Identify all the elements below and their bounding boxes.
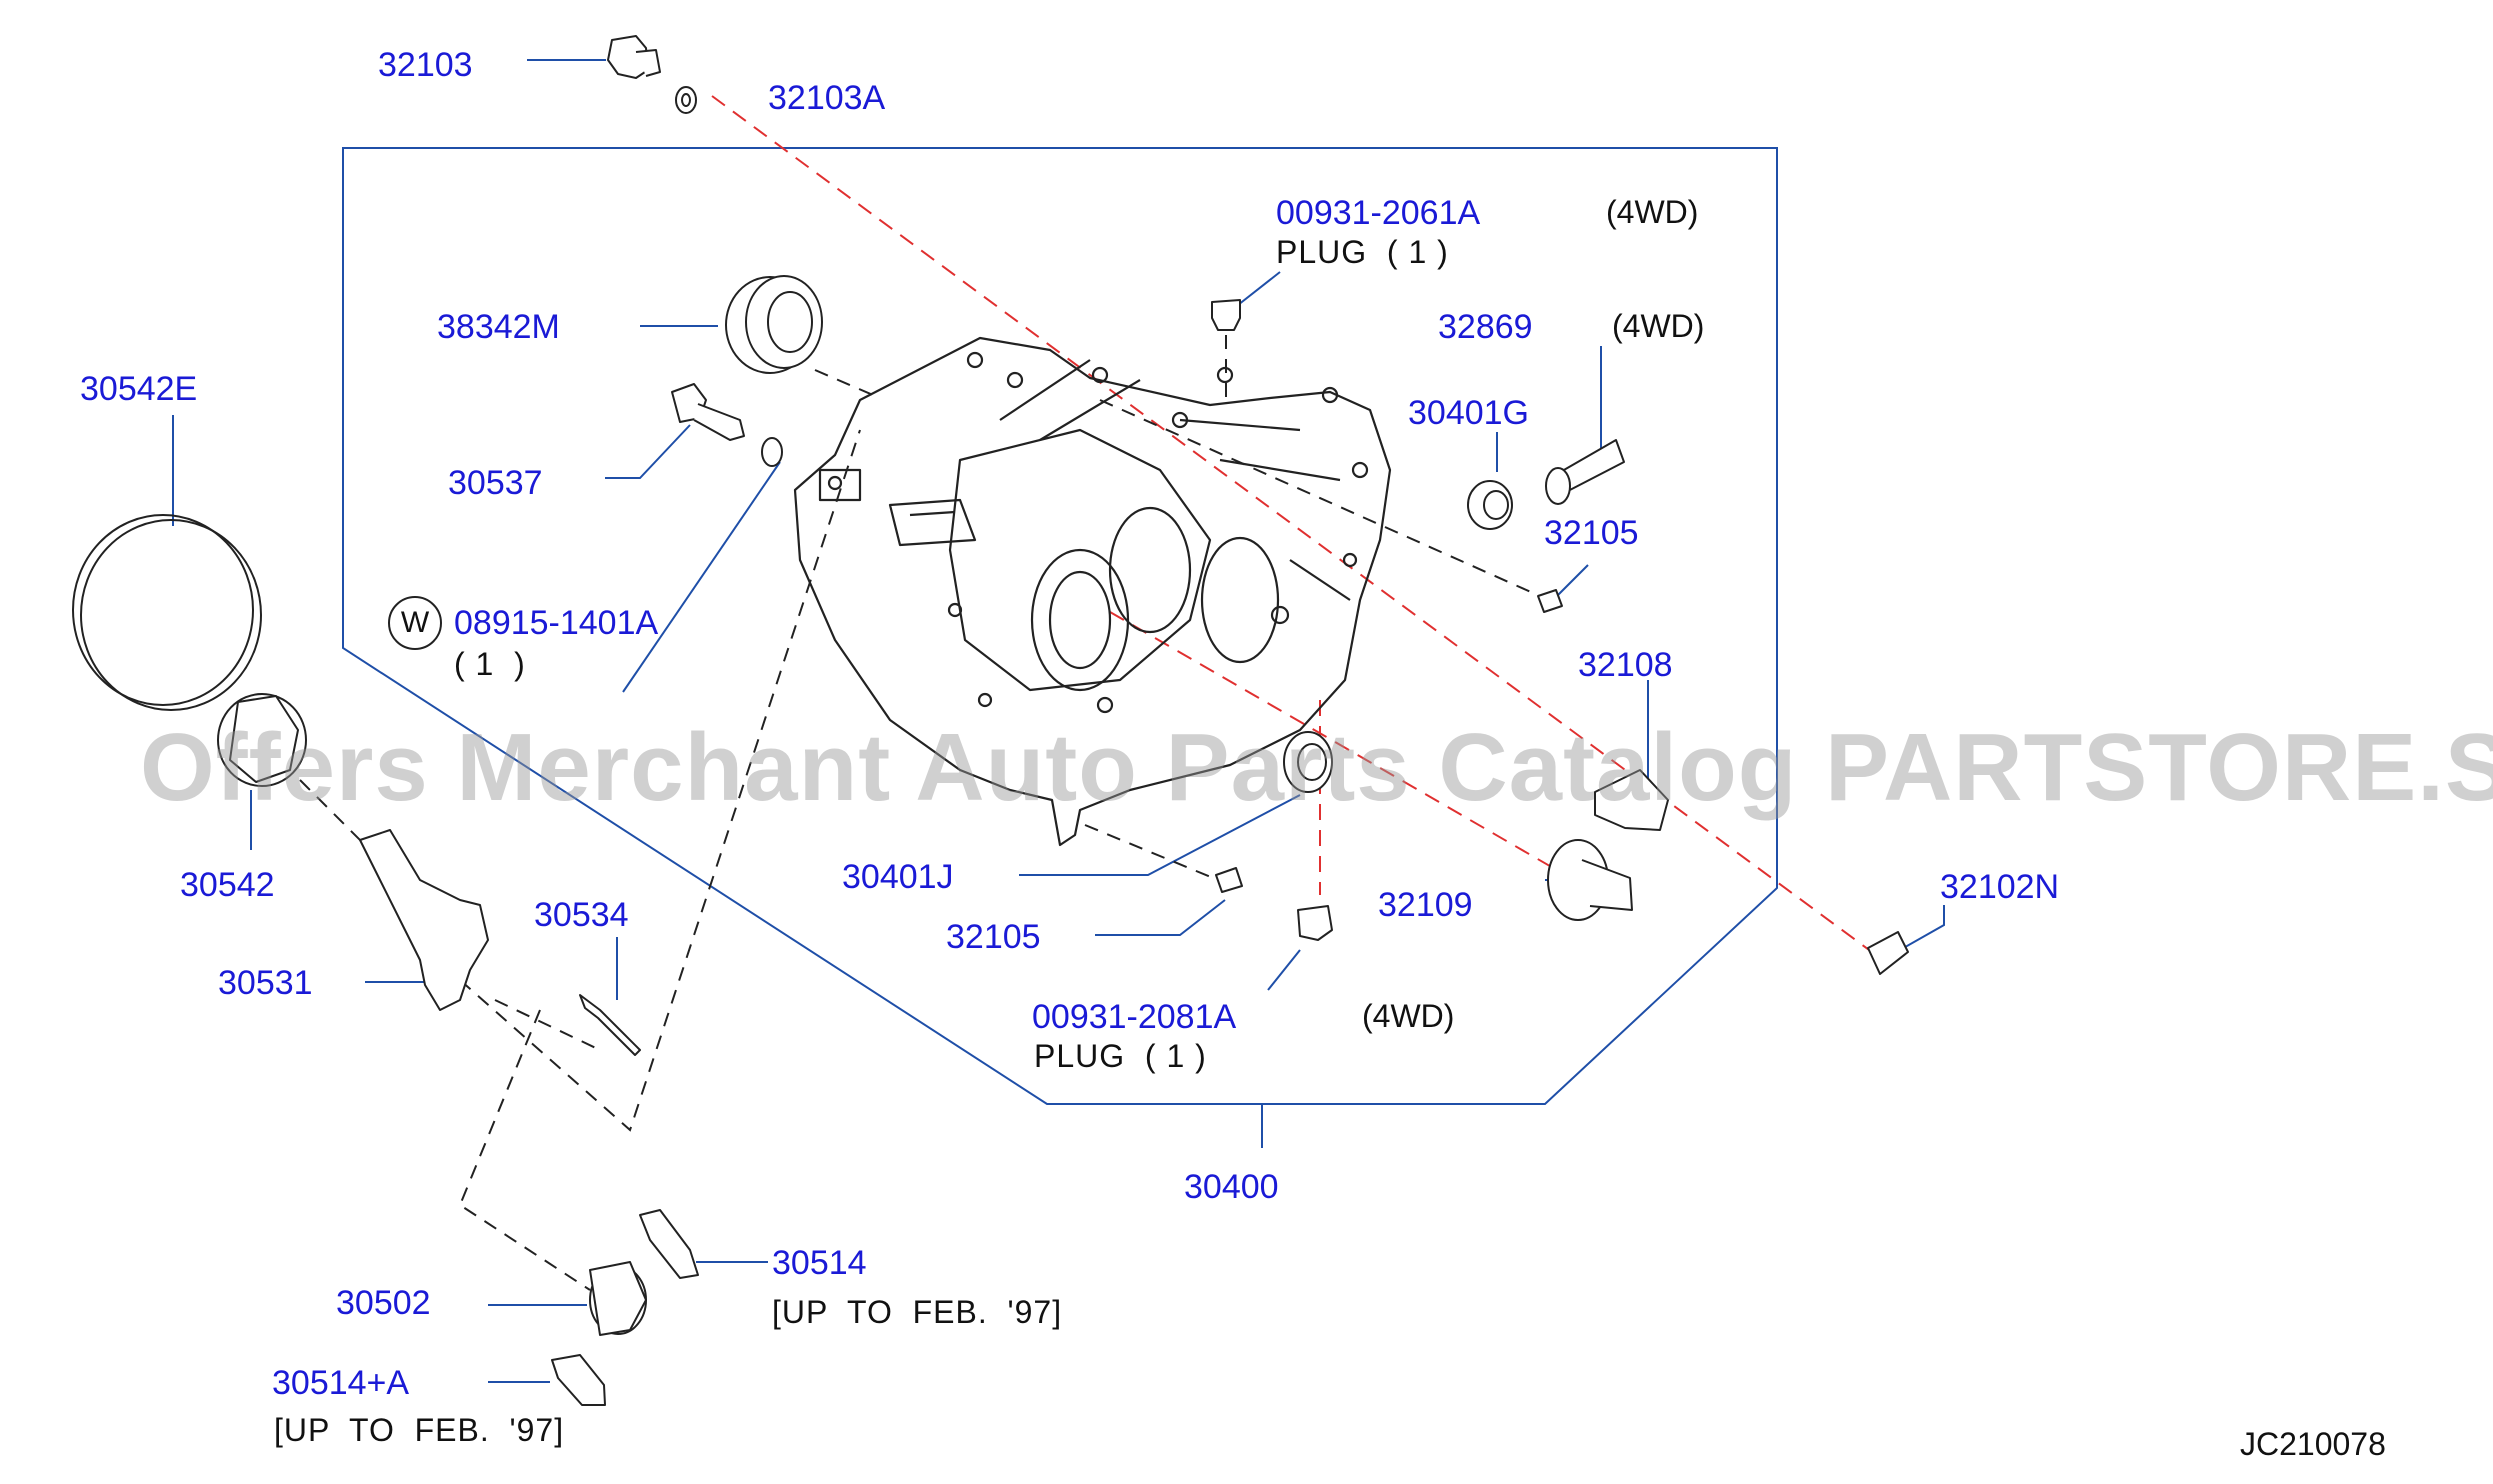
leader-lines bbox=[172, 59, 1945, 1383]
label-08915-1401A: 08915-1401A bbox=[454, 604, 659, 642]
parts bbox=[72, 35, 1909, 1406]
label-32108: 32108 bbox=[1578, 646, 1673, 684]
label-30534: 30534 bbox=[534, 896, 629, 934]
release-bearing-30502 bbox=[589, 1261, 647, 1336]
label-qty-1: ( 1 ) bbox=[454, 646, 526, 682]
cap-32102N bbox=[1867, 931, 1909, 975]
breather-30537 bbox=[671, 383, 745, 441]
label-30401J: 30401J bbox=[842, 858, 954, 896]
pin-32105-b bbox=[1215, 867, 1243, 893]
label-30502: 30502 bbox=[336, 1284, 431, 1322]
label-32103: 32103 bbox=[378, 46, 473, 84]
assembly-lines bbox=[299, 335, 1561, 1291]
spring-30542E bbox=[72, 514, 262, 711]
label-30537: 30537 bbox=[448, 464, 543, 502]
seal-30401G bbox=[1467, 480, 1513, 530]
label-30542E: 30542E bbox=[80, 370, 198, 408]
label-00931-2081A: 00931-2081A bbox=[1032, 998, 1237, 1036]
holder-32108 bbox=[1594, 769, 1669, 831]
fork-30531 bbox=[359, 829, 489, 1011]
label-38342M: 38342M bbox=[437, 308, 560, 346]
pivot-30534 bbox=[579, 994, 641, 1056]
pin-32105-a bbox=[1537, 589, 1563, 613]
label-32105-b: 32105 bbox=[946, 918, 1041, 956]
label-4wd-b: (4WD) bbox=[1612, 308, 1705, 344]
label-30401G: 30401G bbox=[1408, 394, 1529, 432]
speedometer-gear-32109 bbox=[1547, 839, 1633, 921]
label-up-to-feb-97-a: [UP TO FEB. '97] bbox=[772, 1294, 1063, 1330]
drain-plug-32103 bbox=[607, 35, 661, 79]
alignment-axes bbox=[711, 95, 1881, 959]
plug-00931-2061A bbox=[1211, 299, 1241, 331]
label-30531: 30531 bbox=[218, 964, 313, 1002]
oil-seal-38342M bbox=[725, 275, 823, 374]
bearing-30542 bbox=[217, 693, 307, 787]
label-32103A: 32103A bbox=[768, 79, 886, 117]
watermark: Offers Merchant Auto Parts Catalog PARTS… bbox=[140, 714, 2493, 821]
label-32105-a: 32105 bbox=[1544, 514, 1639, 552]
label-32102N: 32102N bbox=[1940, 868, 2060, 906]
label-30514A: 30514+A bbox=[272, 1364, 410, 1402]
assembly-boundary bbox=[342, 147, 1778, 1105]
label-30542: 30542 bbox=[180, 866, 275, 904]
o-ring-08915 bbox=[761, 437, 783, 467]
label-plug-qty-b: PLUG ( 1 ) bbox=[1034, 1038, 1207, 1074]
label-30514: 30514 bbox=[772, 1244, 867, 1282]
label-30400: 30400 bbox=[1184, 1168, 1279, 1206]
label-32869: 32869 bbox=[1438, 308, 1533, 346]
label-plug-qty-a: PLUG ( 1 ) bbox=[1276, 234, 1449, 270]
diagram-code: JC210078 bbox=[2240, 1426, 2386, 1462]
label-up-to-feb-97-b: [UP TO FEB. '97] bbox=[274, 1412, 565, 1448]
label-00931-2061A: 00931-2061A bbox=[1276, 194, 1481, 232]
bushing-32869 bbox=[1545, 439, 1625, 505]
label-4wd-c: (4WD) bbox=[1362, 998, 1455, 1034]
label-32109: 32109 bbox=[1378, 886, 1473, 924]
seal-30401J bbox=[1283, 731, 1333, 793]
label-4wd-a: (4WD) bbox=[1606, 194, 1699, 230]
transmission-case bbox=[793, 336, 1392, 847]
clip-30514 bbox=[639, 1209, 699, 1279]
clip-30514A bbox=[551, 1354, 606, 1406]
welding-symbol-w: W bbox=[388, 596, 442, 650]
plug-00931-2081A bbox=[1297, 905, 1333, 941]
